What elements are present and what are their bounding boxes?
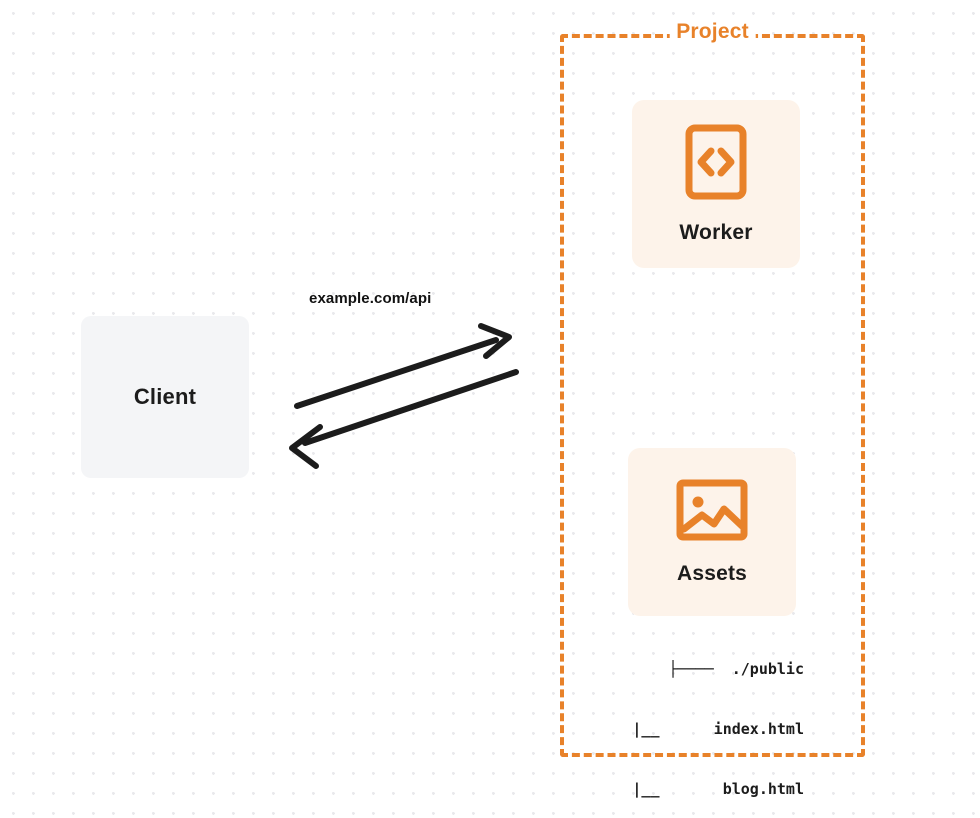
project-to-client-arrow [289,369,519,469]
worker-node-label: Worker [679,220,753,244]
code-brackets-icon [685,124,747,205]
assets-node[interactable]: Assets [628,448,796,616]
assets-node-label: Assets [676,561,748,585]
connection-label: example.com/api [309,290,432,307]
client-to-project-arrow [294,323,512,409]
file-tree-line: |__ index.html [605,720,804,738]
client-node[interactable]: Client [81,316,249,478]
worker-node[interactable]: Worker [632,100,800,268]
image-icon [676,479,748,546]
assets-file-tree: ├──── ./public |__ index.html |__ blog.h… [604,619,804,818]
project-title: Project [669,20,756,44]
client-node-label: Client [133,384,197,409]
file-tree-line: |__ blog.html [605,780,804,798]
project-container: Project [560,20,865,757]
file-tree-line: ├──── ./public [668,660,804,678]
